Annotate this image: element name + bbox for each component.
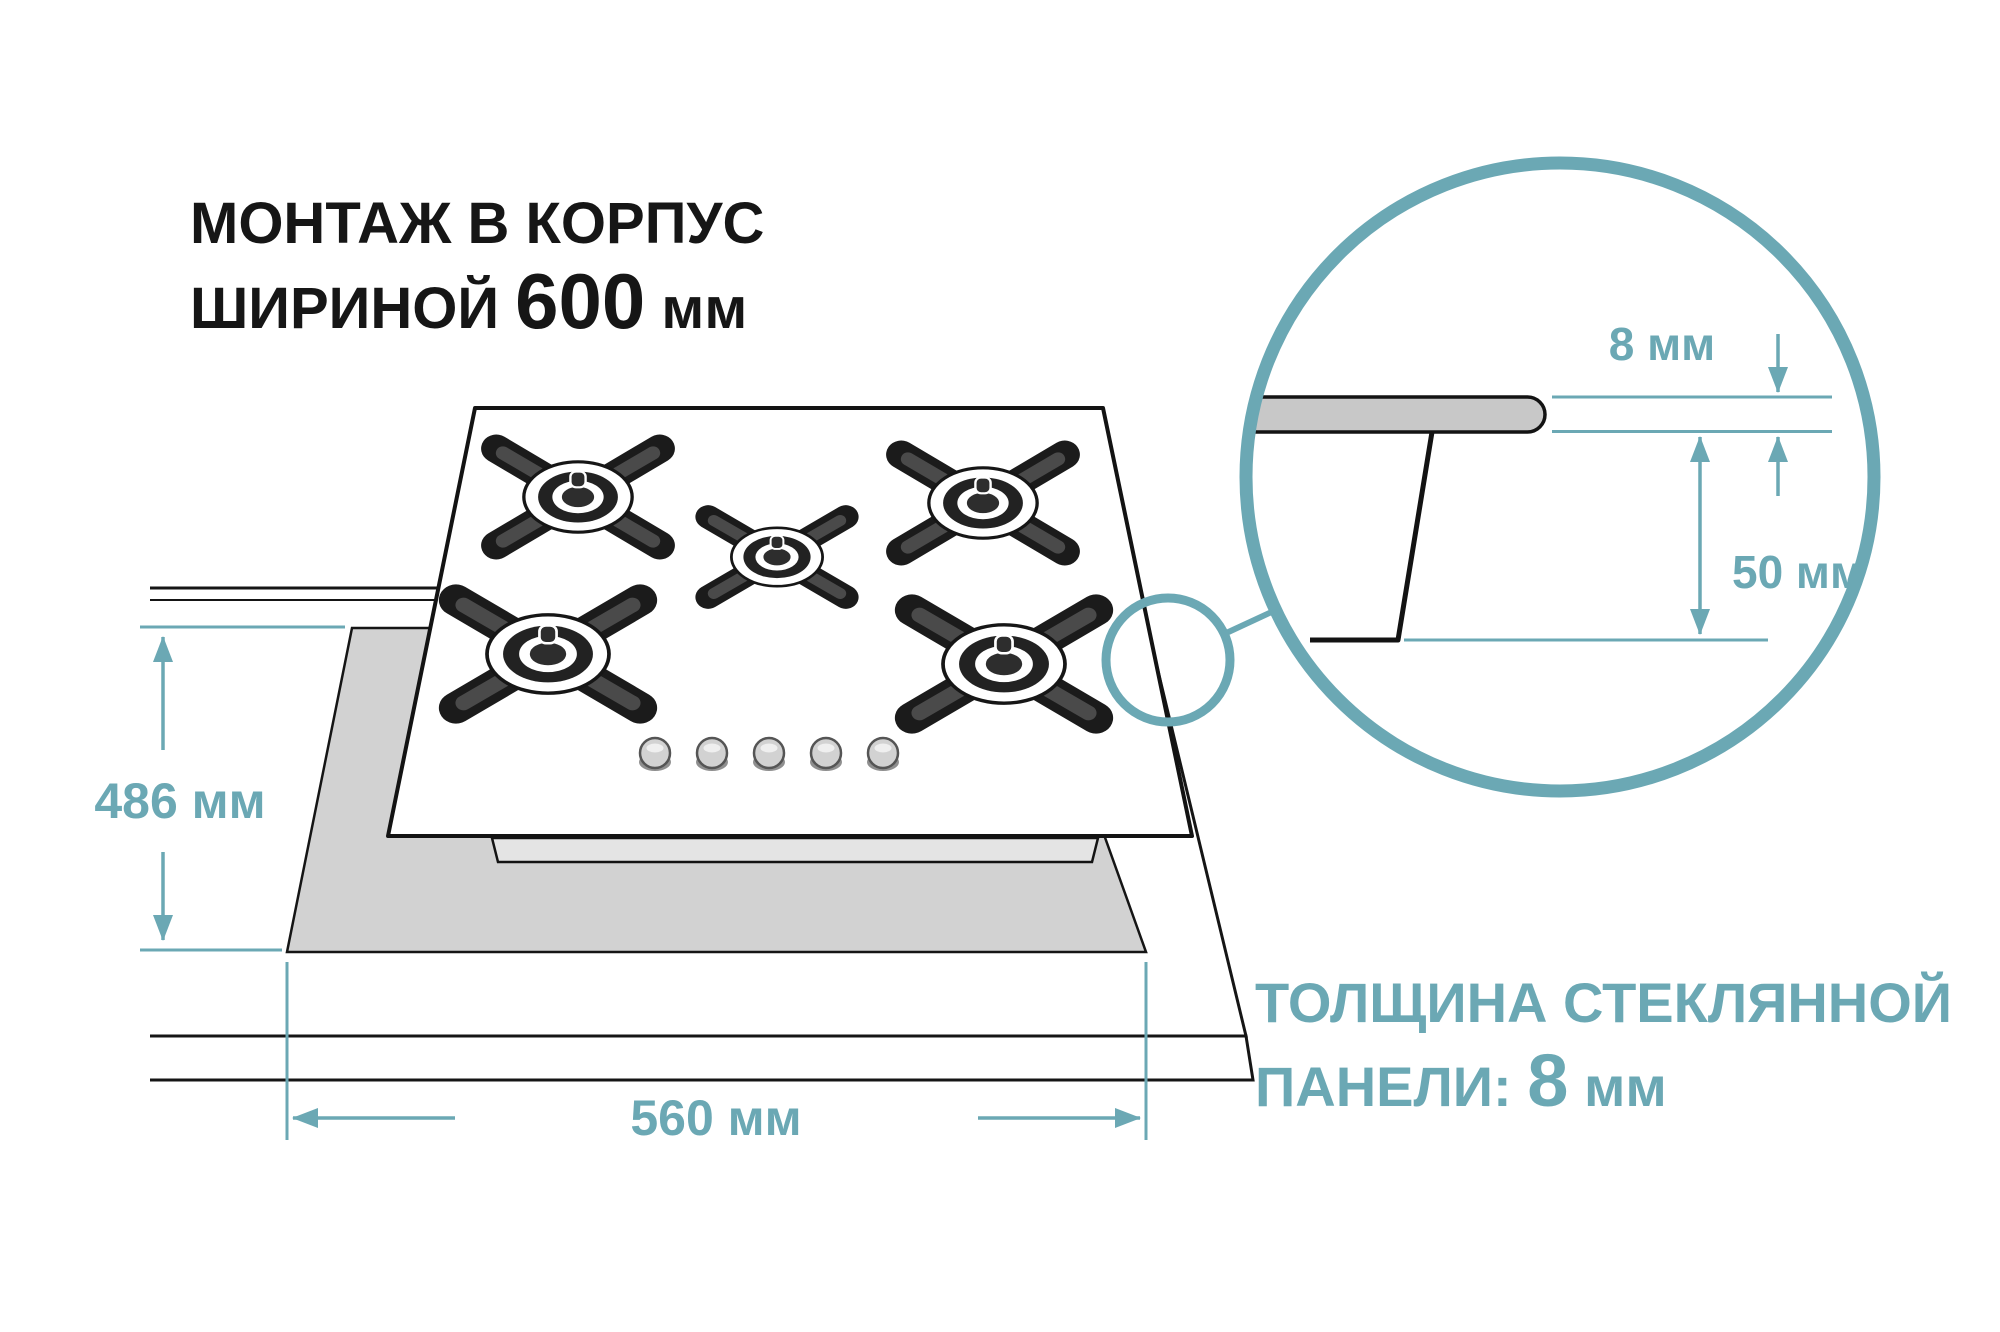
body-depth-label: 50 мм: [1732, 546, 1864, 598]
dimension-cutout-depth: 486 мм: [94, 625, 345, 952]
knob-2: [694, 736, 730, 773]
cabinet-wall-cross-section: [1310, 431, 1435, 643]
lens-connector-line: [1220, 606, 1280, 638]
hob: [386, 406, 1194, 864]
title-line2-value: 600: [515, 257, 645, 345]
lens-circle: [1239, 156, 1881, 798]
lens-content: 8 мм 50 мм: [1246, 318, 1864, 643]
width-dimension-label: 560 мм: [630, 1090, 801, 1146]
hob-underbody: [490, 836, 1100, 864]
title-line2: ШИРИНОЙ 600 мм: [190, 257, 747, 345]
title-block: МОНТАЖ В КОРПУС ШИРИНОЙ 600 мм: [190, 191, 764, 345]
title-line2-prefix: ШИРИНОЙ: [190, 276, 515, 341]
title-line2-suffix: мм: [645, 276, 747, 341]
glass-thickness-caption: ТОЛЩИНА СТЕКЛЯННОЙ ПАНЕЛИ: 8 мм: [1255, 971, 1952, 1122]
caption-line2-prefix: ПАНЕЛИ:: [1255, 1055, 1527, 1118]
countertop-front-face: [150, 1034, 1255, 1082]
glass-panel-cross-section: [1246, 395, 1547, 434]
caption-line2: ПАНЕЛИ: 8 мм: [1255, 1039, 1667, 1122]
caption-line2-value: 8: [1527, 1039, 1568, 1122]
knob-3: [751, 736, 787, 773]
knob-1: [637, 736, 673, 773]
depth-dimension-label: 486 мм: [94, 773, 265, 829]
dimension-cutout-width: 560 мм: [285, 962, 1148, 1146]
caption-line1: ТОЛЩИНА СТЕКЛЯННОЙ: [1255, 971, 1952, 1034]
lens-background: [1246, 163, 1874, 791]
knob-4: [808, 736, 844, 773]
edge-callout-circle: [1101, 593, 1235, 727]
detail-lens: 8 мм 50 мм: [1239, 156, 1881, 798]
title-line1: МОНТАЖ В КОРПУС: [190, 191, 764, 256]
caption-line2-suffix: мм: [1568, 1055, 1666, 1118]
knob-5: [865, 736, 901, 773]
glass-thickness-label: 8 мм: [1609, 318, 1715, 370]
